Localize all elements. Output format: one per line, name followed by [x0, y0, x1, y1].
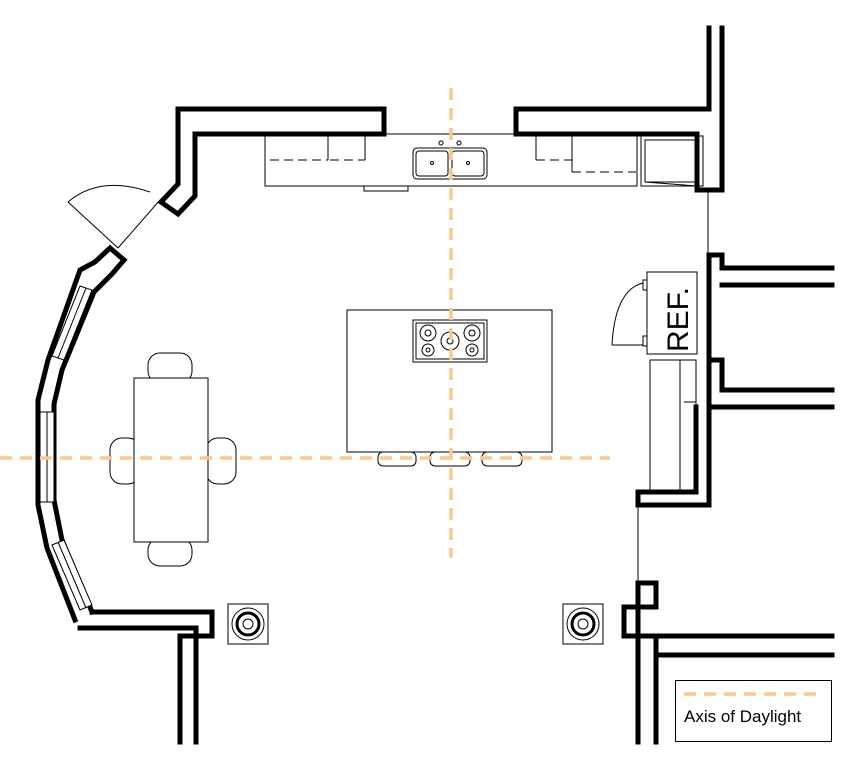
door-swing: [67, 184, 161, 249]
dining-table: [109, 352, 237, 567]
top-counter: [264, 133, 704, 192]
pantry-shelves: [637, 190, 709, 583]
column-left: [227, 603, 269, 645]
refrigerator-label: REF.: [662, 287, 695, 352]
bay-windows: [39, 285, 93, 611]
daylight-axes: [0, 88, 610, 558]
refrigerator: REF.: [611, 271, 698, 355]
legend-line-swatch: [684, 692, 824, 696]
walls: [35, 25, 835, 745]
legend: Axis of Daylight: [675, 680, 832, 742]
column-right: [562, 603, 604, 645]
legend-label: Axis of Daylight: [684, 707, 802, 726]
